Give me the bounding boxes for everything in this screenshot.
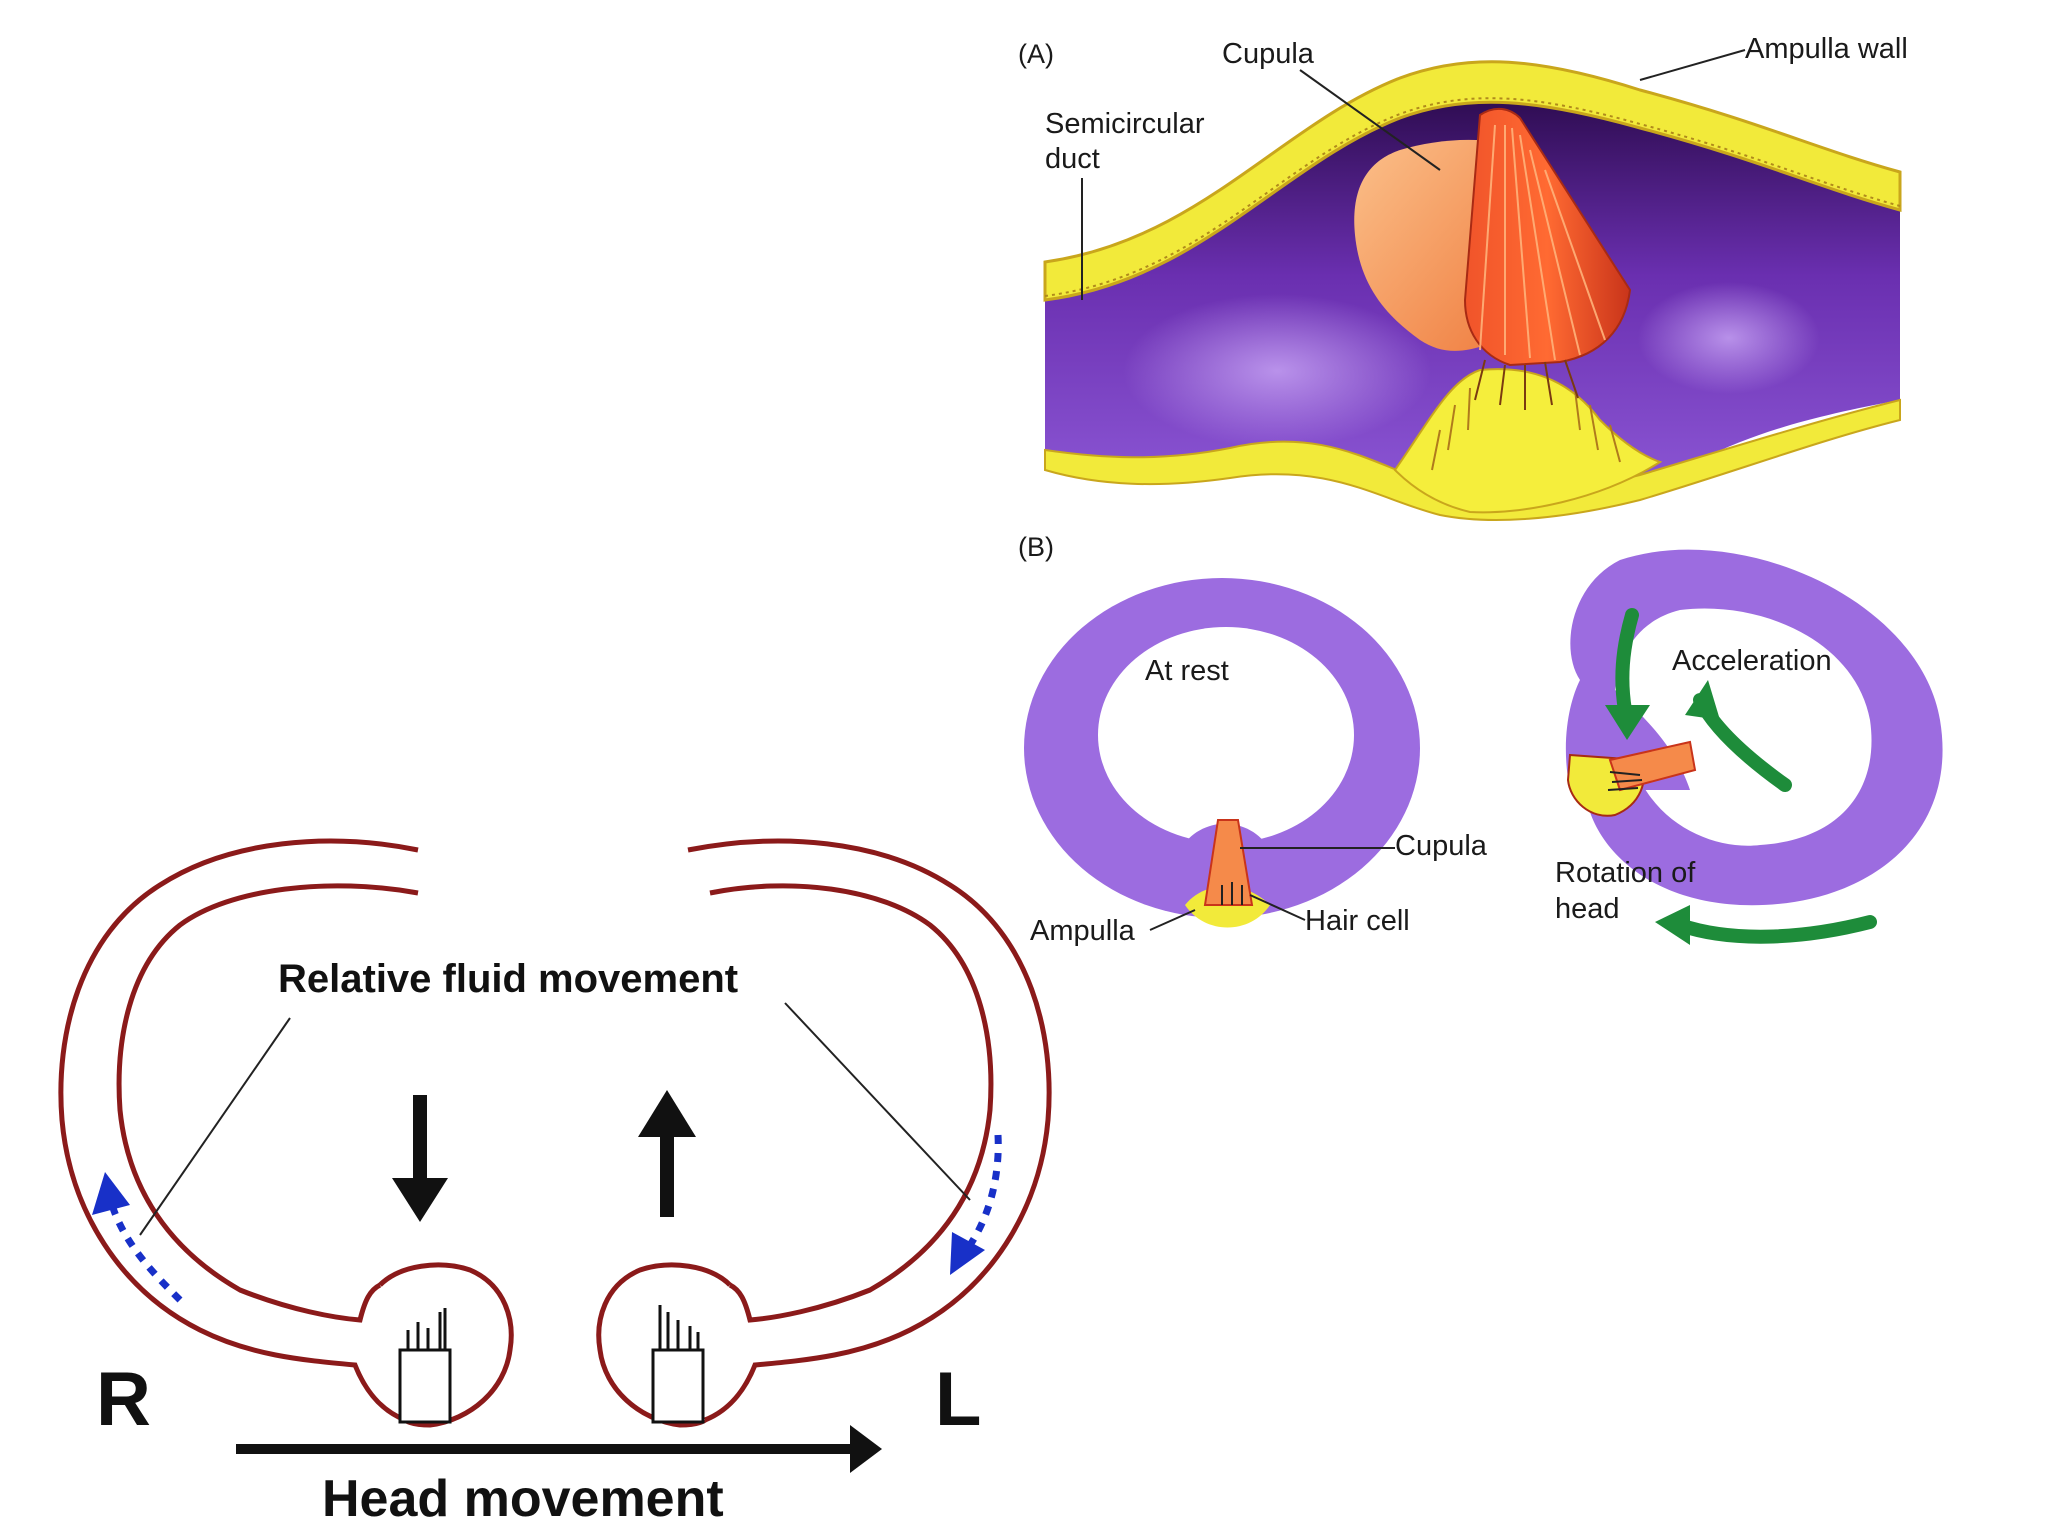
left-fluid-arrow xyxy=(950,1134,1002,1275)
ampulla-label: Ampulla xyxy=(1030,915,1136,947)
head-movement-diagram xyxy=(58,838,1052,1428)
at-rest-label: At rest xyxy=(1145,655,1229,687)
accel-cupula xyxy=(1608,740,1697,792)
left-hair-cell xyxy=(651,1305,705,1424)
panel-b-tag: (B) xyxy=(1018,532,1054,562)
panel-b: (B) At rest Cupula Ampulla Hair cell xyxy=(1018,532,1943,947)
fluid-down-big-arrow xyxy=(392,1095,448,1222)
head-rotation-arrow xyxy=(1673,915,1877,944)
ampulla-leader xyxy=(1149,909,1196,931)
hair-bundle xyxy=(1463,107,1632,367)
panel-a-tag: (A) xyxy=(1018,39,1054,69)
r-letter: R xyxy=(96,1357,151,1442)
head-label: head xyxy=(1555,893,1620,925)
ampulla-wall-label: Ampulla wall xyxy=(1745,33,1908,65)
right-hair-cell xyxy=(398,1308,452,1424)
hair-cell-label: Hair cell xyxy=(1305,905,1410,937)
acceleration-canal xyxy=(1565,549,1943,906)
fluid-leader-right xyxy=(139,1017,291,1236)
panel-a: (A) Cupula Ampulla wall Semicircular duc… xyxy=(1018,33,1908,521)
right-fluid-arrow xyxy=(92,1172,183,1303)
l-letter: L xyxy=(935,1357,981,1442)
right-canal-inner xyxy=(116,883,419,1323)
cupula-label: Cupula xyxy=(1222,38,1315,70)
ampulla-wall xyxy=(1043,60,1902,302)
left-canal-inner xyxy=(709,883,994,1323)
cupula-leader xyxy=(1299,69,1441,171)
head-movement-label: Head movement xyxy=(322,1470,724,1528)
at-rest-cupula xyxy=(1203,819,1254,906)
fluid-up-big-arrow xyxy=(638,1090,696,1217)
semicircular-label: Semicircular xyxy=(1045,108,1205,140)
left-canal-outer xyxy=(687,838,1052,1423)
hair-cell-leader xyxy=(1249,894,1306,921)
fluid-down-arrow xyxy=(1615,608,1639,717)
left-ampulla xyxy=(596,1262,732,1428)
ampulla-wall-leader xyxy=(1639,49,1746,81)
rest-cupula-label: Cupula xyxy=(1395,830,1488,862)
acceleration-label: Acceleration xyxy=(1672,645,1832,677)
at-rest-canal xyxy=(1024,578,1420,928)
head-movement-arrow xyxy=(236,1425,882,1473)
duct-label: duct xyxy=(1045,143,1100,175)
relative-fluid-label: Relative fluid movement xyxy=(278,957,738,1001)
right-ampulla xyxy=(378,1262,514,1428)
fluid-leader-left xyxy=(784,1002,971,1201)
right-canal-outer xyxy=(58,838,419,1423)
rotation-label: Rotation of xyxy=(1555,857,1696,889)
crista xyxy=(1393,368,1663,514)
